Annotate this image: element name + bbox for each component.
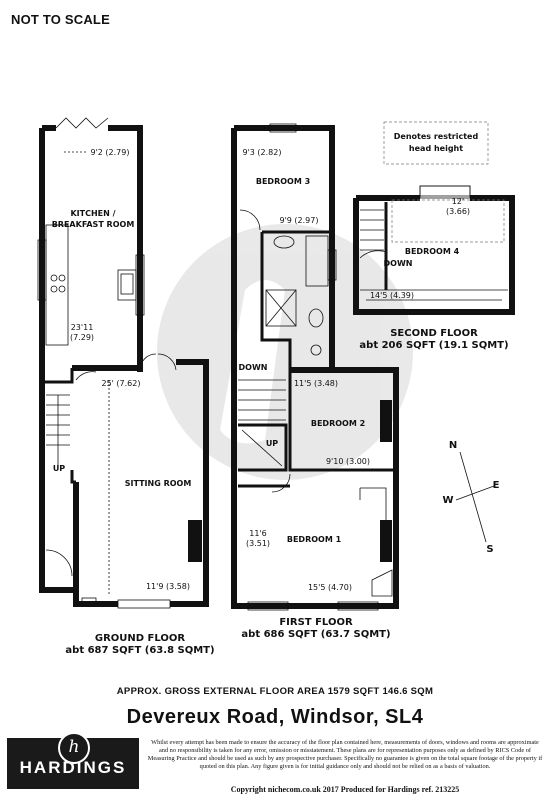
first-stairs-up-label: UP [266, 439, 278, 448]
compass-n: N [449, 440, 457, 451]
compass-icon: N E S W [442, 440, 499, 555]
ground-floor-plan [37, 117, 209, 609]
kitchen-label-line1: KITCHEN / [70, 209, 115, 218]
hardings-logo-mark: h [58, 732, 90, 764]
kitchen-length-dim-2: (7.29) [70, 333, 94, 342]
bedroom4-label: BEDROOM 4 [405, 247, 460, 256]
bedroom3-length-dim: 9'9 (2.97) [280, 216, 319, 225]
bedroom1-length-dim-2: (3.51) [246, 539, 270, 548]
ground-stairs-up-label: UP [53, 464, 65, 473]
bedroom1-length-dim-1: 11'6 [249, 529, 266, 538]
bedroom3-width-dim: 9'3 (2.82) [243, 148, 282, 157]
bedroom4-length-dim-2: (3.66) [446, 207, 470, 216]
kitchen-width-dim: 9'2 (2.79) [91, 148, 130, 157]
bedroom2-label: BEDROOM 2 [311, 419, 365, 428]
second-stairs-down-label: DOWN [384, 259, 413, 268]
bedroom1-label: BEDROOM 1 [287, 535, 342, 544]
sitting-width-dim: 11'9 (3.58) [146, 582, 190, 591]
copyright-text: Copyright nichecom.co.uk 2017 Produced f… [230, 785, 460, 794]
gross-area-text: APPROX. GROSS EXTERNAL FLOOR AREA 1579 S… [116, 686, 434, 697]
not-to-scale-label: NOT TO SCALE [11, 12, 110, 27]
sitting-length-dim: 25' (7.62) [102, 379, 141, 388]
second-floor-area: abt 206 SQFT (19.1 SQMT) [359, 340, 508, 351]
restricted-height-legend-box [383, 121, 489, 165]
ground-floor-area: abt 687 SQFT (63.8 SQMT) [65, 645, 214, 656]
disclaimer-text: Whilst every attempt has been made to en… [147, 739, 543, 771]
first-floor-plan [231, 123, 399, 611]
first-floor-title: FIRST FLOOR [279, 617, 353, 628]
hardings-logo-text: HARDINGS [19, 758, 127, 777]
floor-plan: KITCHEN / BREAKFAST ROOM 9'2 (2.79) 23'1… [37, 117, 515, 656]
kitchen-length-dim-1: 23'11 [71, 323, 94, 332]
second-floor-plan [353, 185, 515, 315]
sitting-room-label: SITTING ROOM [125, 479, 192, 488]
compass-s: S [486, 544, 493, 555]
ground-floor-title: GROUND FLOOR [95, 633, 186, 644]
compass-e: E [493, 480, 500, 491]
bedroom2-length-dim: 9'10 (3.00) [326, 457, 370, 466]
kitchen-label-line2: BREAKFAST ROOM [52, 220, 135, 229]
second-floor-title: SECOND FLOOR [390, 328, 478, 339]
property-address: Devereux Road, Windsor, SL4 [126, 706, 424, 728]
bedroom4-width-dim: 14'5 (4.39) [370, 291, 414, 300]
bedroom3-label: BEDROOM 3 [256, 177, 310, 186]
first-floor-area: abt 686 SQFT (63.7 SQMT) [241, 629, 390, 640]
legend-line1: Denotes restricted [394, 132, 479, 141]
bedroom4-length-dim-1: 12' [452, 197, 464, 206]
legend-line2: head height [409, 144, 463, 153]
compass-w: W [442, 495, 453, 506]
first-stairs-down-label: DOWN [239, 363, 268, 372]
bedroom1-width-dim: 15'5 (4.70) [308, 583, 352, 592]
bedroom2-width-dim: 11'5 (3.48) [294, 379, 338, 388]
